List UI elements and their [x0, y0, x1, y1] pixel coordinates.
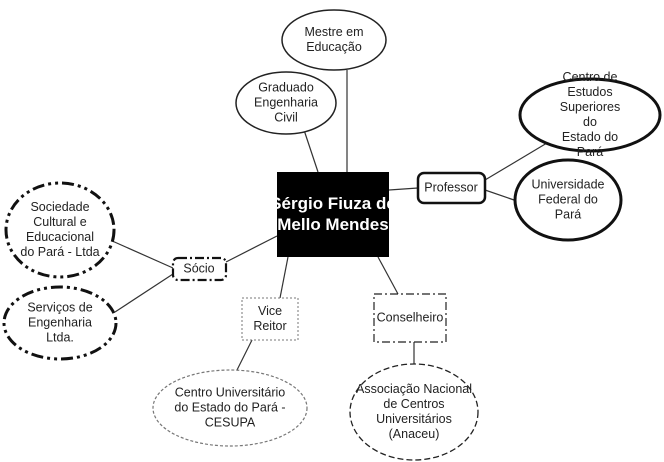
connector-professor: [388, 187, 419, 191]
connector-cesupa: [235, 339, 253, 373]
professor-node: [416, 171, 487, 205]
anaceu-node: [349, 363, 479, 461]
connector-servicos: [114, 273, 174, 313]
connector-conselheiro: [377, 256, 399, 295]
connector-sociedade: [109, 239, 174, 269]
cesep-node: [518, 77, 662, 153]
sociedade-node: [4, 181, 116, 279]
servicos-node: [2, 285, 118, 361]
connector-ufpa: [484, 189, 515, 201]
connector-vice-reitor: [279, 256, 289, 299]
graduado-node: [235, 71, 337, 135]
center-node: [277, 172, 389, 257]
cesupa-node: [152, 369, 308, 447]
connector-socio: [225, 235, 278, 263]
ufpa-node: [513, 158, 623, 242]
conselheiro-node: [373, 293, 447, 343]
vice-reitor-node: [241, 297, 299, 341]
mestre-node: [281, 9, 387, 71]
connector-graduado: [303, 129, 319, 173]
socio-node: [171, 256, 228, 282]
connector-cesep: [484, 139, 553, 181]
